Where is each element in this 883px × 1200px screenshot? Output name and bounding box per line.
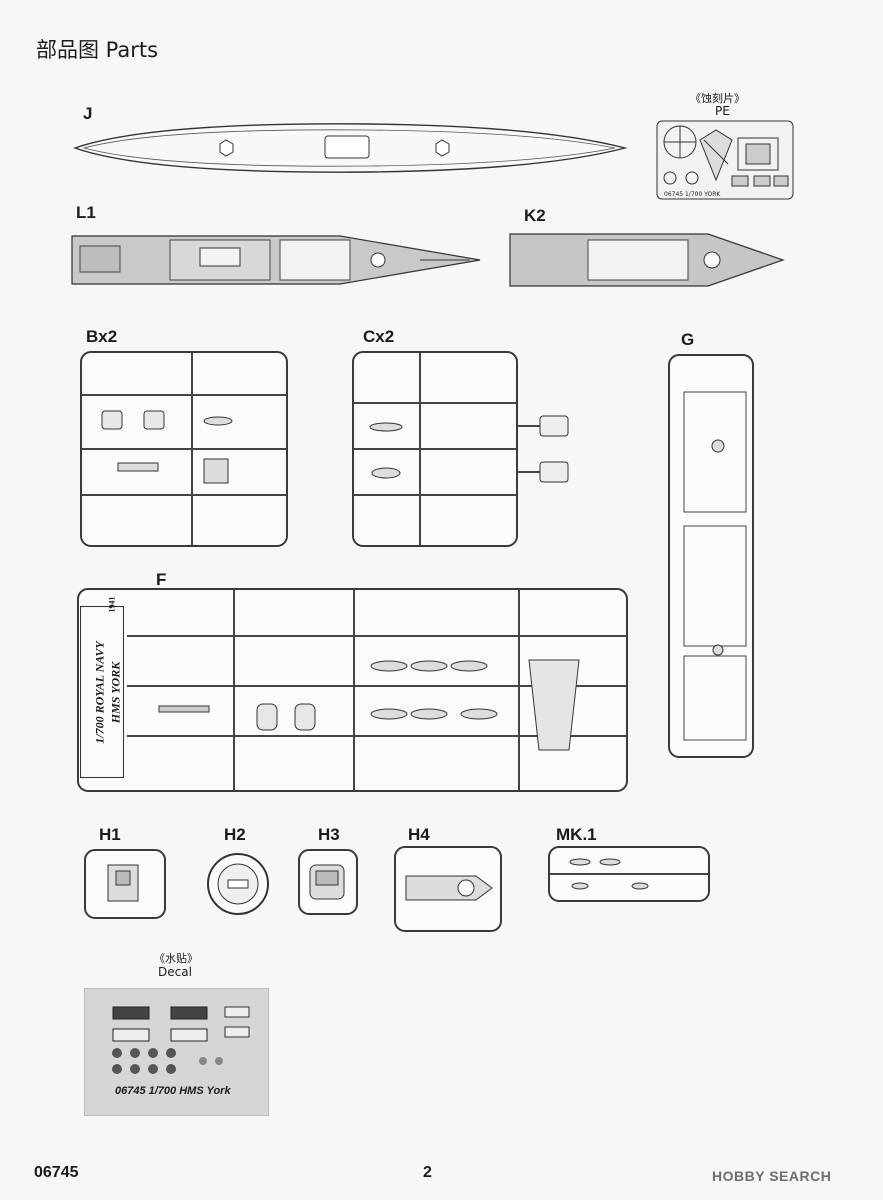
- sprue-h1: [84, 849, 166, 919]
- part-label-l1: L1: [76, 203, 96, 222]
- pe-caption-cn: 《蚀刻片》: [690, 92, 745, 105]
- part-label-mk1: MK.1: [556, 825, 597, 844]
- pe-fret-text: 06745 1/700 YORK: [664, 191, 721, 198]
- page-title: 部品图 Parts: [36, 38, 159, 62]
- page-number: 2: [423, 1164, 432, 1181]
- sprue-c: [352, 351, 518, 547]
- deck-part-l1: [71, 235, 481, 285]
- sprue-b: [80, 351, 288, 547]
- decal-sheet-text: 06745 1/700 HMS York: [115, 1085, 231, 1097]
- part-label-c: Cx2: [363, 327, 395, 346]
- sprue-f-year: 1941: [107, 596, 117, 613]
- decal-caption-cn: 《水贴》: [154, 952, 198, 965]
- part-label-f: F: [156, 570, 167, 589]
- sprue-f-name-plate: 1/700 ROYAL NAVY HMS YORK: [80, 606, 124, 778]
- part-label-b: Bx2: [86, 327, 118, 346]
- part-label-k2: K2: [524, 206, 546, 225]
- sprue-f-side-text-1: 1/700 ROYAL NAVY: [92, 641, 107, 744]
- hull-part-j: [72, 123, 628, 173]
- part-label-h2: H2: [224, 825, 246, 844]
- deck-part-k2: [509, 233, 785, 287]
- part-label-h3: H3: [318, 825, 340, 844]
- decal-sheet: 06745 1/700 HMS York: [84, 988, 269, 1116]
- photo-etch-fret: [656, 120, 794, 200]
- sprue-mk1: [548, 846, 710, 902]
- sprue-h3: [298, 849, 358, 915]
- sprue-g: [668, 354, 754, 758]
- part-label-h4: H4: [408, 825, 430, 844]
- sprue-h2: [207, 853, 269, 915]
- part-label-g: G: [681, 330, 695, 349]
- kit-number: 06745: [34, 1164, 79, 1181]
- watermark: HOBBY SEARCH: [712, 1168, 832, 1184]
- decal-caption: Decal: [158, 965, 192, 979]
- pe-caption: PE: [715, 104, 730, 118]
- sprue-h4: [394, 846, 502, 932]
- part-label-j: J: [83, 104, 93, 123]
- sprue-f-side-text-2: HMS YORK: [108, 661, 123, 724]
- sprue-f: [77, 588, 628, 792]
- part-label-h1: H1: [99, 825, 121, 844]
- turret-part-c: [518, 415, 569, 483]
